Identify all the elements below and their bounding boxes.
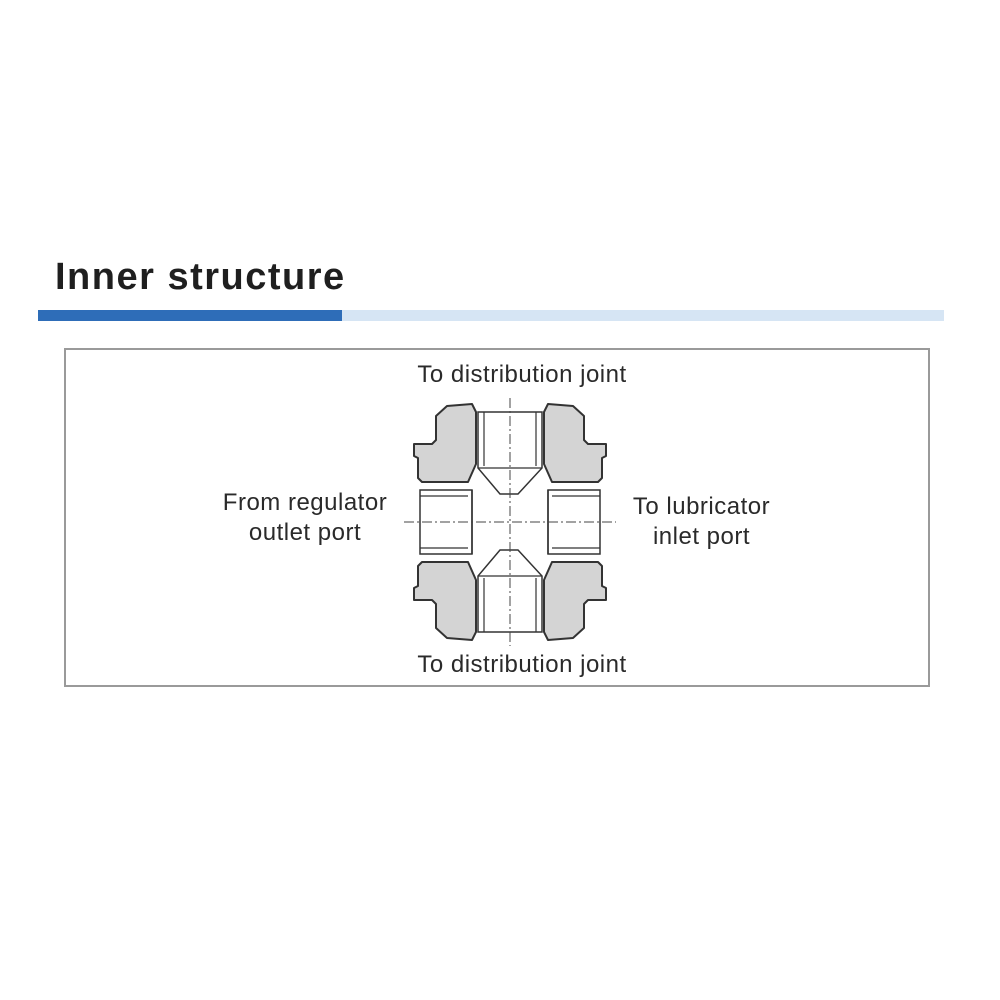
label-top-port: To distribution joint	[402, 360, 642, 390]
body-quadrant-top-right	[543, 403, 607, 483]
label-right-line1: To lubricator	[632, 493, 771, 520]
section-title: Inner structure	[55, 256, 346, 298]
title-underline-light	[342, 310, 944, 321]
body-quadrant-bottom-right	[543, 561, 607, 641]
label-right-port: To lubricator inlet port	[614, 492, 789, 552]
title-underline	[38, 310, 944, 321]
body-quadrant-bottom-left	[413, 561, 477, 641]
cross-fitting-section-drawing	[404, 398, 616, 646]
label-bottom-port: To distribution joint	[402, 650, 642, 680]
body-quadrant-top-left	[413, 403, 477, 483]
label-left-line1: From regulator	[222, 489, 388, 516]
title-underline-accent	[38, 310, 342, 321]
label-right-line2: inlet port	[652, 523, 751, 550]
label-left-line2: outlet port	[248, 519, 362, 546]
label-bottom-text: To distribution joint	[417, 651, 627, 678]
label-left-port: From regulator outlet port	[200, 488, 410, 548]
label-top-text: To distribution joint	[417, 361, 627, 388]
